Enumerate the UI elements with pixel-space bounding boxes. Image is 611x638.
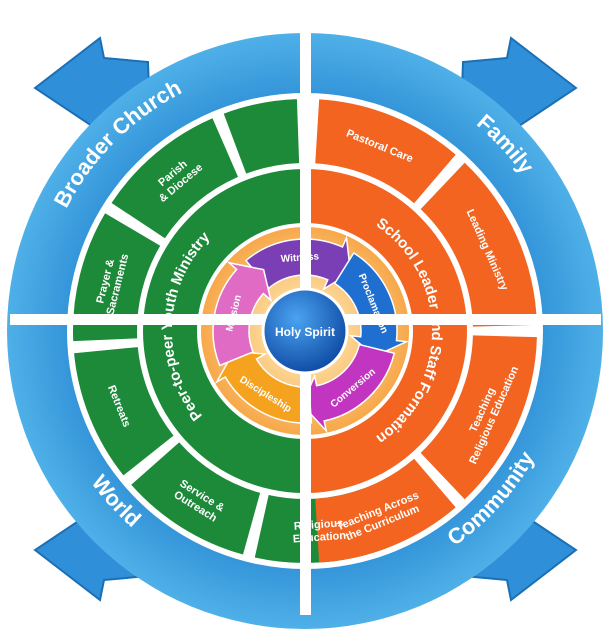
orange-segment-teaching-across-curriculum [315, 458, 456, 563]
cycle-arrow-proclamation [333, 251, 410, 358]
cycle-diagram: WitnessProclamationConversionDiscipleshi… [212, 235, 410, 434]
green-segment-retreats [74, 347, 174, 476]
orange-band [306, 169, 468, 493]
orange-segment-pastoral-care [315, 99, 456, 204]
holy-spirit-circle [261, 287, 349, 375]
orange-half [315, 99, 537, 563]
holy-spirit-label: Holy Spirit [275, 325, 335, 339]
green-segment-parish-diocese [111, 118, 239, 239]
orange-segment-leading-ministry [420, 162, 537, 327]
green-segment-service-outreach [131, 442, 261, 555]
green-band [142, 169, 304, 493]
orange-segment-teaching-religious-education [420, 335, 537, 500]
cycle-arrow-conversion [301, 343, 396, 434]
cycle-arrow-discipleship [214, 350, 313, 424]
cycle-arrow-witness [244, 235, 352, 291]
green-segment-prayer-sacraments [72, 213, 161, 342]
